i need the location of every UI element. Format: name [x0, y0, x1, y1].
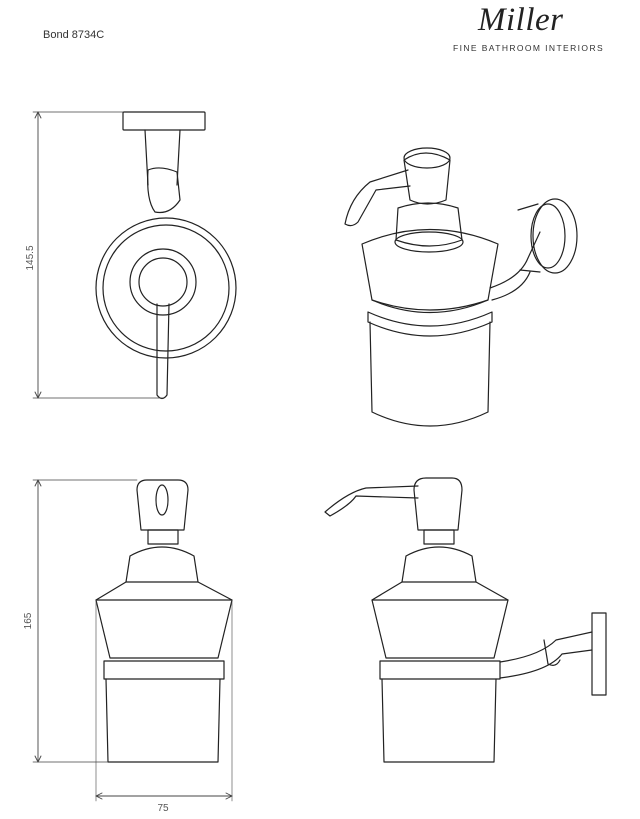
side-pump-head: [413, 477, 463, 531]
wall-plate: [122, 111, 206, 131]
brand-tagline: FINE BATHROOM INTERIORS: [453, 43, 605, 53]
product-code: Bond 8734C: [43, 29, 105, 41]
isometric-view: [344, 147, 578, 427]
iso-wall-plate: [532, 198, 578, 274]
side-holder-arm: [499, 631, 593, 679]
side-pump-stem: [423, 529, 455, 545]
pump-head-top: [129, 248, 197, 316]
side-cup: [371, 581, 509, 659]
iso-neck: [395, 202, 463, 247]
iso-nozzle: [344, 169, 411, 227]
iso-tumbler: [369, 321, 491, 427]
side-nozzle: [324, 485, 419, 517]
tumbler-front: [105, 678, 221, 763]
side-neck: [401, 546, 477, 583]
nozzle-top: [156, 303, 170, 400]
mount-bracket: [147, 167, 181, 214]
dim-label-145-5: 145.5: [25, 245, 36, 270]
side-tumbler: [381, 678, 497, 763]
pump-stem: [147, 529, 179, 545]
pump-head-front: [136, 479, 189, 531]
cup-front: [95, 581, 233, 659]
side-wall-plate: [591, 612, 607, 696]
iso-pump-cap: [403, 152, 451, 205]
nozzle-opening: [155, 484, 169, 516]
dim-label-75: 75: [157, 803, 169, 814]
dim-label-165: 165: [23, 612, 34, 629]
brand-logo-wordmark: Miller: [478, 2, 564, 38]
iso-cup: [361, 228, 499, 311]
side-view: [324, 477, 607, 763]
outer-ring: [95, 217, 237, 359]
iso-ring: [367, 311, 493, 337]
top-view: 145.5: [25, 111, 237, 400]
mount-arm: [144, 129, 181, 186]
ring-front: [103, 660, 225, 680]
iso-holder-arm: [489, 231, 541, 301]
side-ring: [379, 660, 501, 680]
pump-head-inner: [138, 257, 188, 307]
front-view: 165 75: [23, 479, 233, 814]
neck-front: [125, 546, 199, 583]
inner-ring: [102, 224, 230, 352]
